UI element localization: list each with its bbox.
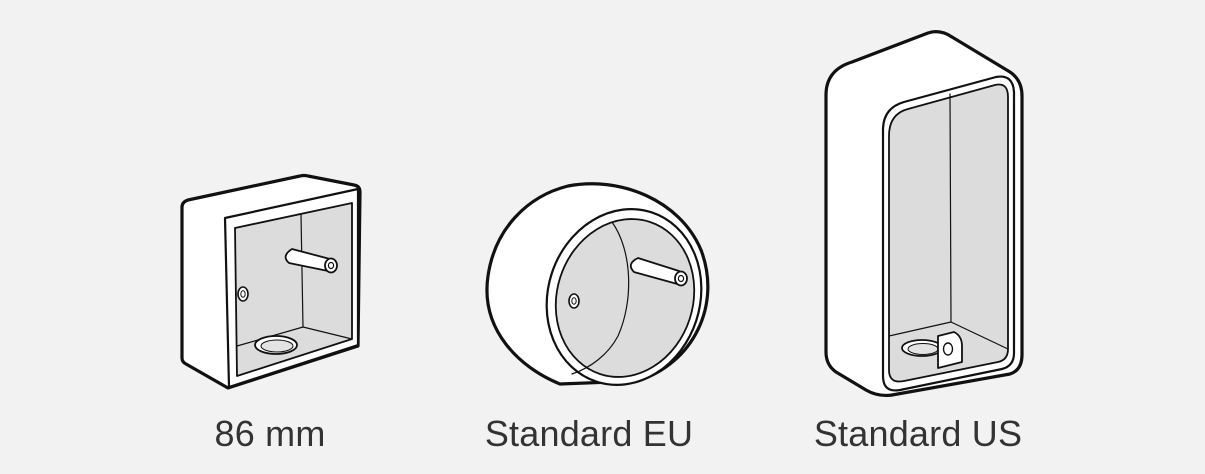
box-label: Standard US <box>813 413 1023 454</box>
box-label: 86 mm <box>214 413 326 454</box>
box-label: Standard EU <box>484 413 694 454</box>
